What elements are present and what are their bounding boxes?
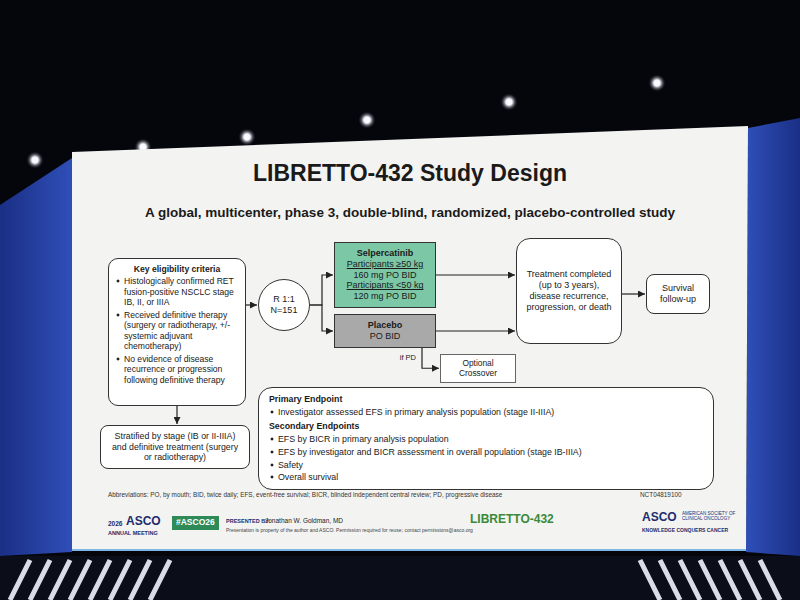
node-text: Optional Crossover xyxy=(445,358,511,379)
side-panel xyxy=(746,118,800,556)
node-text: Treatment completed (up to 3 years), dis… xyxy=(523,269,615,313)
connector-arrow xyxy=(622,293,645,294)
node-text: EFS by BICR in primary analysis populati… xyxy=(269,434,703,445)
node-text: Investigator assessed EFS in primary ana… xyxy=(269,407,703,418)
randomization-circle: R 1:1N=151 xyxy=(258,279,310,331)
stage-floor xyxy=(0,556,800,600)
society-logo: ASCO xyxy=(642,511,677,525)
placebo-arm-box: PlaceboPO BID xyxy=(334,314,436,348)
follow-up-box: Survival follow-up xyxy=(646,274,710,314)
outcome-box: Treatment completed (up to 3 years), dis… xyxy=(516,238,622,344)
society-name: AMERICAN SOCIETY OF CLINICAL ONCOLOGY xyxy=(682,511,736,522)
connector-arrow xyxy=(310,275,333,305)
subtitle: A global, multicenter, phase 3, double-b… xyxy=(100,205,720,221)
copyright-note: Presentation is property of the author a… xyxy=(226,528,473,534)
node-text: Secondary Endpoints xyxy=(269,421,703,432)
endpoints-box: Primary EndpointInvestigator assessed EF… xyxy=(258,387,714,490)
node-text: Histologically confirmed RET fusion-posi… xyxy=(115,276,239,307)
slide-title: LIBRETTO-432 Study Design xyxy=(110,160,710,186)
node-text: Primary Endpoint xyxy=(269,394,703,405)
connector-arrow xyxy=(246,304,257,305)
connector-arrow xyxy=(176,406,177,424)
hashtag-badge: #ASCO26 xyxy=(172,516,219,530)
edge-label: if PD xyxy=(398,354,418,362)
node-text: No evidence of disease recurrence or pro… xyxy=(115,354,239,385)
crossover-box: Optional Crossover xyxy=(440,354,516,383)
connector-arrow xyxy=(422,348,439,368)
meeting-name: ANNUAL MEETING xyxy=(108,530,158,536)
side-panel xyxy=(0,158,72,556)
stage-stripes xyxy=(10,560,780,600)
node-text: EFS by investigator and BICR assessment … xyxy=(269,447,703,458)
node-text: 120 mg PO BID xyxy=(339,291,431,302)
eligibility-box: Key eligibility criteriaHistologically c… xyxy=(108,258,246,406)
node-text: Participants ≥50 kg xyxy=(339,259,431,270)
meeting-year: 2026 xyxy=(108,520,122,527)
connector-arrow xyxy=(310,305,333,331)
node-text: Participants <50 kg xyxy=(339,280,431,291)
connector-arrow xyxy=(436,274,515,275)
abbreviations-note: Abbreviations: PO, by mouth; BID, twice … xyxy=(108,491,502,498)
stratification-box: Stratified by stage (IB or II-IIIA) and … xyxy=(100,425,250,469)
node-text: R 1:1 xyxy=(273,294,295,305)
node-text: Received definitive therapy (surgery or … xyxy=(115,310,239,352)
treatment-arm-box: SelpercatinibParticipants ≥50 kg160 mg P… xyxy=(334,242,436,308)
slide-screen xyxy=(72,126,748,550)
connector-arrow xyxy=(436,330,515,331)
presenter-caption: PRESENTED BY: xyxy=(226,518,270,524)
node-text: PO BID xyxy=(339,331,431,342)
node-text: Stratified by stage (IB or II-IIIA) and … xyxy=(107,431,243,463)
node-text: Selpercatinib xyxy=(339,248,431,259)
node-text: Placebo xyxy=(339,320,431,331)
meeting-logo: ASCO xyxy=(126,515,161,529)
node-text: N=151 xyxy=(271,305,298,316)
node-text: 160 mg PO BID xyxy=(339,270,431,281)
node-text: Overall survival xyxy=(269,472,703,483)
presenter-name: Jonathan W. Goldman, MD xyxy=(265,517,343,524)
node-text: Key eligibility criteria xyxy=(115,264,239,274)
study-name: LIBRETTO-432 xyxy=(470,513,554,527)
society-slogan: KNOWLEDGE CONQUERS CANCER xyxy=(642,528,728,534)
screen-edge xyxy=(72,549,746,551)
node-text: Survival follow-up xyxy=(651,283,705,305)
node-text: Safety xyxy=(269,460,703,471)
trial-id: NCT04819100 xyxy=(640,491,682,498)
